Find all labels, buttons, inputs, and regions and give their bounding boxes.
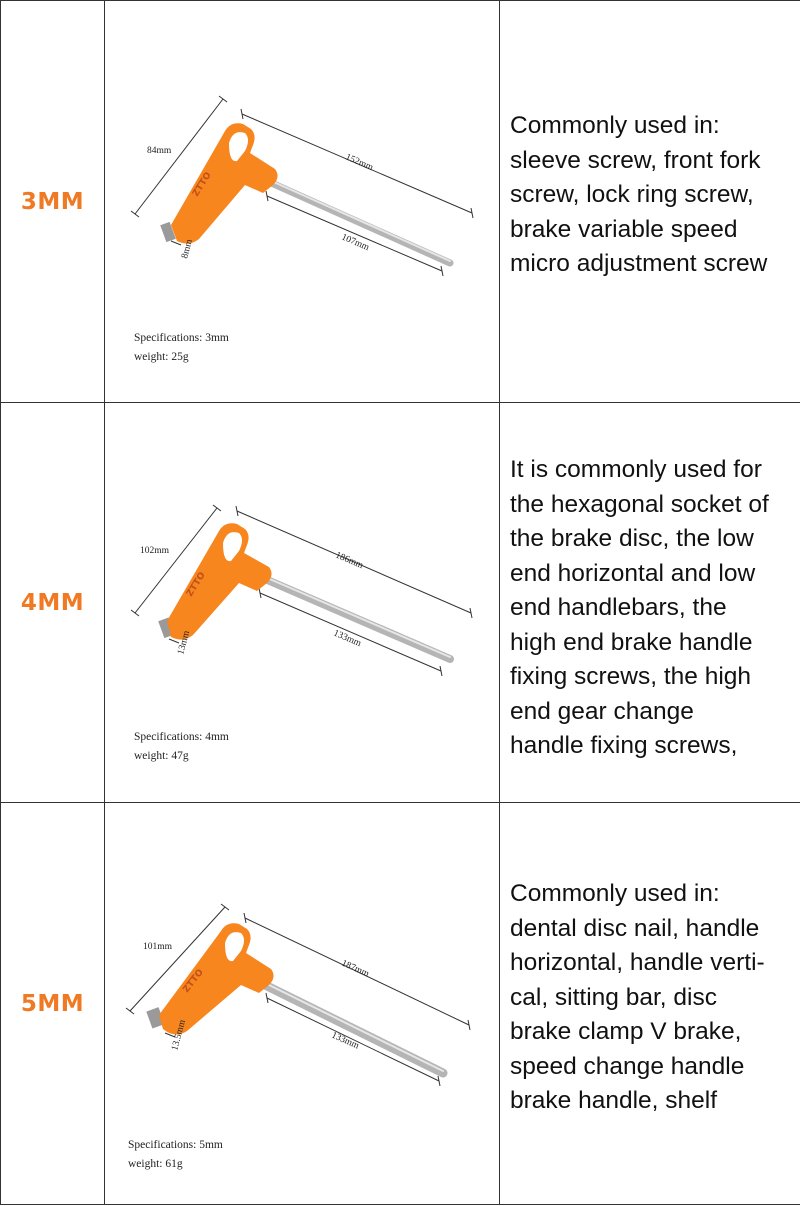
usage-line: micro adjustment screw	[510, 250, 768, 277]
usage-text: Commonly used in: dental disc nail, hand…	[510, 877, 796, 1119]
size-label: 5MM	[20, 990, 85, 1017]
hex-key-drawing: ZTTO 102mm 186mm 133mm 13mm	[130, 504, 473, 677]
tool-image-cell: ZTTO 84mm 152mm 107mm 8mm Specifications…	[105, 1, 500, 402]
usage-line: the brake disc, the low	[510, 525, 754, 552]
size-cell: 3MM	[0, 1, 105, 402]
usage-line: brake clamp V brake,	[510, 1018, 742, 1045]
usage-line: end horizontal and low	[510, 559, 756, 587]
overall-dimension: 187mm	[340, 959, 371, 980]
table-row: 4MM	[0, 402, 800, 803]
tool-image-cell: ZTTO 101mm 187mm 133mm 13.5mm Specificat…	[105, 803, 500, 1204]
handle-dimension: 101mm	[143, 942, 173, 952]
size-label: 4MM	[20, 589, 85, 616]
usage-line: Commonly used in:	[510, 112, 720, 139]
usage-line: high end brake handle	[510, 628, 753, 656]
usage-text: Commonly used in: sleeve screw, front fo…	[510, 109, 796, 282]
table-row: 3MM	[0, 0, 800, 403]
usage-line: dental disc nail, handle	[510, 914, 760, 942]
handle-dimension: 84mm	[147, 146, 172, 156]
overall-dimension: 152mm	[344, 153, 375, 174]
tool-image-cell: ZTTO 102mm 186mm 133mm 13mm Specificatio…	[105, 403, 500, 802]
spec-block: Specifications: 5mm weight: 61g	[128, 1136, 223, 1174]
spec-weight: weight: 61g	[128, 1158, 183, 1170]
shaft-dimension: 133mm	[332, 629, 363, 650]
spec-size: Specifications: 5mm	[128, 1139, 223, 1151]
usage-line: handle fixing screws,	[510, 732, 738, 759]
hex-key-drawing: ZTTO 101mm 187mm 133mm 13.5mm	[125, 903, 471, 1087]
hex-key-drawing: ZTTO 84mm 152mm 107mm 8mm	[130, 95, 474, 277]
usage-line: It is commonly used for	[510, 456, 762, 483]
shaft-dimension: 107mm	[340, 233, 371, 254]
usage-line: horizontal, handle verti-	[510, 949, 765, 976]
usage-line: end gear change	[510, 697, 694, 725]
overall-dimension: 186mm	[334, 551, 365, 572]
usage-line: fixing screws, the high	[510, 663, 752, 690]
usage-cell: It is commonly used for the hexagonal so…	[500, 403, 800, 802]
usage-cell: Commonly used in: dental disc nail, hand…	[500, 803, 800, 1204]
spec-block: Specifications: 4mm weight: 47g	[134, 728, 229, 766]
usage-line: the hexagonal socket of	[510, 490, 769, 518]
spec-size: Specifications: 3mm	[134, 332, 229, 344]
size-cell: 4MM	[0, 403, 105, 802]
usage-line: sleeve screw, front fork	[510, 146, 761, 174]
table-row: 5MM	[0, 802, 800, 1205]
usage-cell: Commonly used in: sleeve screw, front fo…	[500, 1, 800, 402]
spec-weight: weight: 25g	[134, 351, 189, 363]
handle-dimension: 102mm	[140, 546, 170, 556]
usage-line: brake handle, shelf	[510, 1087, 718, 1114]
usage-line: cal, sitting bar, disc	[510, 983, 717, 1011]
size-cell: 5MM	[0, 803, 105, 1204]
spec-block: Specifications: 3mm weight: 25g	[134, 329, 229, 367]
usage-line: brake variable speed	[510, 215, 738, 243]
usage-line: speed change handle	[510, 1052, 745, 1080]
spec-weight: weight: 47g	[134, 750, 189, 762]
usage-line: Commonly used in:	[510, 880, 720, 907]
usage-line: screw, lock ring screw,	[510, 181, 754, 208]
spec-size: Specifications: 4mm	[134, 731, 229, 743]
usage-line: end handlebars, the	[510, 594, 727, 621]
usage-text: It is commonly used for the hexagonal so…	[510, 453, 796, 764]
size-label: 3MM	[20, 188, 85, 215]
